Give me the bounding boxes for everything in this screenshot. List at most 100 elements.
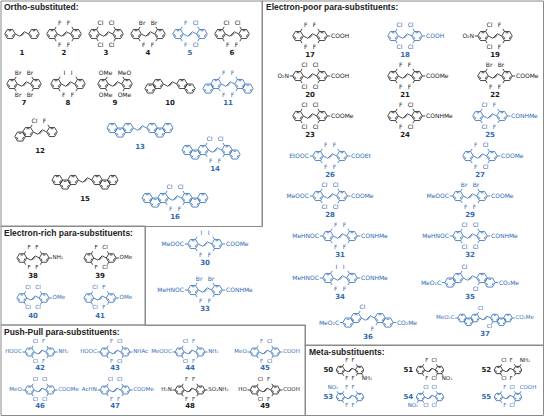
bond-line (327, 76, 330, 77)
molecule-structure (494, 364, 522, 375)
compound-number: 44 (185, 365, 195, 372)
bond-line (277, 390, 278, 392)
atom-label: MeOOC (286, 193, 309, 199)
bond-line (34, 350, 46, 354)
bond-line (237, 155, 238, 157)
compound-number: 12 (35, 147, 45, 154)
atom-label: F (503, 385, 506, 391)
bond-line (455, 318, 457, 319)
bond-line (494, 315, 496, 316)
bond-line (503, 395, 514, 399)
atom-label: COOMe (133, 387, 154, 393)
bond-line (205, 198, 206, 200)
compound-number: 22 (490, 91, 500, 98)
compound-number: 10 (165, 99, 175, 106)
bond-line (507, 315, 509, 316)
bond-line (100, 348, 109, 356)
bond-line (96, 176, 99, 177)
bond-line (272, 384, 273, 386)
bond-line (24, 262, 25, 264)
atom-label: CO₂Me (499, 280, 519, 286)
bond-line (184, 350, 196, 354)
bond-line (29, 29, 40, 38)
atom-label: Cl (360, 304, 366, 310)
molecule-structure (450, 229, 491, 243)
bond-line (54, 180, 55, 182)
bond-line (109, 128, 110, 130)
bond-line (413, 81, 415, 84)
compound-number: 52 (481, 367, 491, 374)
bond-line (185, 290, 188, 291)
atom-label: OMe (118, 92, 132, 98)
bond-line (246, 85, 249, 86)
bond-line (122, 79, 133, 88)
atom-label: Cl (408, 102, 414, 108)
atom-label: Cl (462, 264, 468, 270)
bond-line (198, 39, 200, 42)
bond-line (54, 132, 55, 134)
compound-number: 5 (188, 49, 193, 56)
bond-line (52, 352, 53, 354)
atom-label: I (201, 230, 203, 236)
bond-line (481, 274, 484, 275)
bond-line (51, 30, 54, 31)
bond-line (357, 397, 358, 399)
bond-line (32, 89, 34, 92)
bond-line (47, 346, 48, 348)
bond-line (97, 39, 99, 42)
bond-line (264, 389, 267, 392)
bond-line (39, 351, 42, 354)
bond-line (47, 384, 48, 386)
bond-line (23, 83, 26, 86)
bond-line (513, 393, 521, 400)
bond-line (15, 89, 17, 92)
bond-line (99, 180, 100, 182)
bond-line (195, 244, 196, 246)
compound-number: 24 (400, 131, 410, 138)
bond-line (274, 387, 276, 388)
bond-line (49, 298, 52, 299)
atom-label: F (489, 84, 492, 90)
atom-label: F (110, 340, 113, 346)
atom-label: OMe (53, 295, 66, 301)
atom-label: F (345, 358, 348, 364)
atom-label: F (184, 42, 187, 48)
bond-line (8, 84, 9, 86)
bond-line (277, 352, 278, 354)
bond-line (496, 397, 497, 399)
bond-line (197, 352, 198, 354)
bond-line (280, 390, 283, 391)
bond-line (178, 349, 180, 350)
atom-label: Cl (193, 20, 199, 26)
compound-number: 40 (28, 312, 38, 319)
atom-label: MeHNOC (157, 287, 184, 293)
atom-label: F (345, 385, 348, 391)
bond-line (124, 349, 126, 350)
atom-label: Cl (397, 44, 403, 50)
atom-label: Br (15, 70, 22, 76)
atom-label: Cl (510, 385, 515, 391)
bond-line (516, 394, 518, 395)
atom-label: Cl (33, 359, 38, 365)
bond-line (48, 34, 49, 36)
bond-line (114, 351, 117, 354)
bond-line (301, 41, 303, 44)
atom-label: F (352, 385, 355, 391)
bond-line (107, 262, 108, 264)
bond-line (449, 279, 452, 280)
atom-label: F (192, 397, 195, 403)
bond-line (97, 27, 99, 30)
atom-label: Cl (322, 204, 328, 210)
bond-line (382, 318, 383, 320)
atom-label: F (334, 244, 337, 250)
bond-line (204, 243, 207, 246)
bond-line (243, 84, 254, 93)
bond-line (309, 75, 312, 78)
bond-line (384, 323, 385, 325)
bond-line (466, 322, 467, 324)
bond-line (331, 283, 333, 286)
bond-line (503, 41, 505, 44)
atom-label: F (110, 397, 113, 403)
bond-line (22, 352, 25, 353)
bond-line (6, 34, 7, 36)
